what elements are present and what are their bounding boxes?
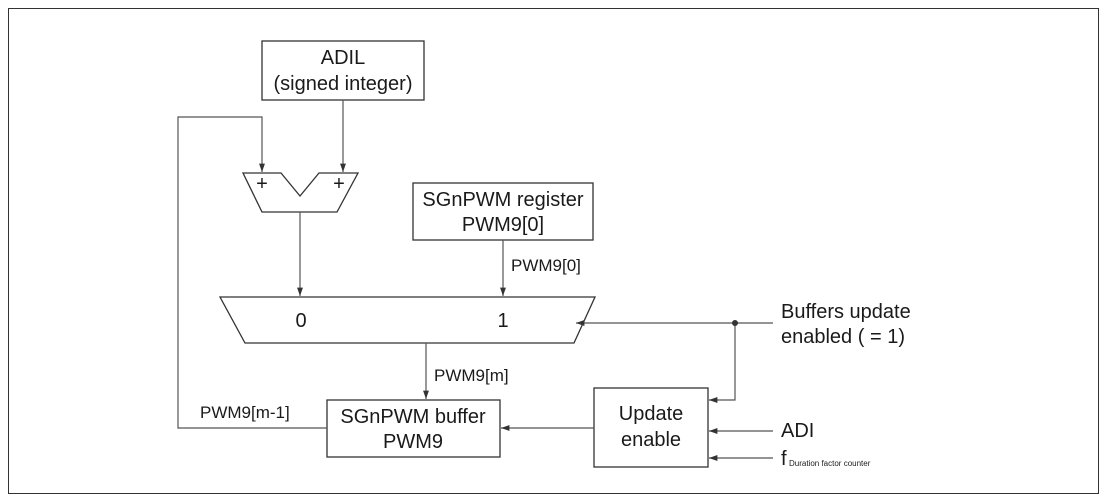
adil-sublabel: (signed integer) — [274, 73, 413, 95]
buffers-update-label: Buffers update — [781, 301, 911, 323]
update-enable-sublabel: enable — [621, 429, 681, 451]
adi-label: ADI — [781, 420, 814, 442]
adil-label: ADIL — [321, 47, 365, 69]
buffer-label: SGnPWM buffer — [340, 406, 486, 428]
update-enable-block — [593, 387, 709, 468]
feedback-wire — [177, 116, 327, 429]
update-enable-label: Update — [619, 403, 684, 425]
register-label: SGnPWM register — [422, 189, 583, 211]
mux-input-1-label: 1 — [497, 310, 508, 332]
f-subscript-label: Duration factor counter — [789, 459, 871, 468]
diagram-frame — [8, 8, 1099, 494]
buffers-update-to-update-enable-wire — [709, 323, 736, 403]
mux-input-0-label: 0 — [295, 310, 306, 332]
buffers-update-sublabel: enabled ( = 1) — [781, 326, 905, 348]
register-out-label: PWM9[0] — [511, 256, 581, 275]
adder-plus-left: + — [256, 173, 268, 195]
adder-plus-right: + — [333, 173, 345, 195]
mux-block — [218, 296, 597, 344]
buffer-sublabel: PWM9 — [383, 431, 443, 453]
junction-dot — [732, 320, 738, 326]
mux-out-label: PWM9[m] — [434, 366, 509, 385]
f-label: f — [781, 448, 787, 470]
buffer-block — [326, 399, 501, 458]
register-block — [412, 182, 594, 241]
adder-block — [241, 172, 360, 213]
register-sublabel: PWM9[0] — [462, 214, 544, 236]
feedback-label: PWM9[m-1] — [200, 403, 290, 422]
